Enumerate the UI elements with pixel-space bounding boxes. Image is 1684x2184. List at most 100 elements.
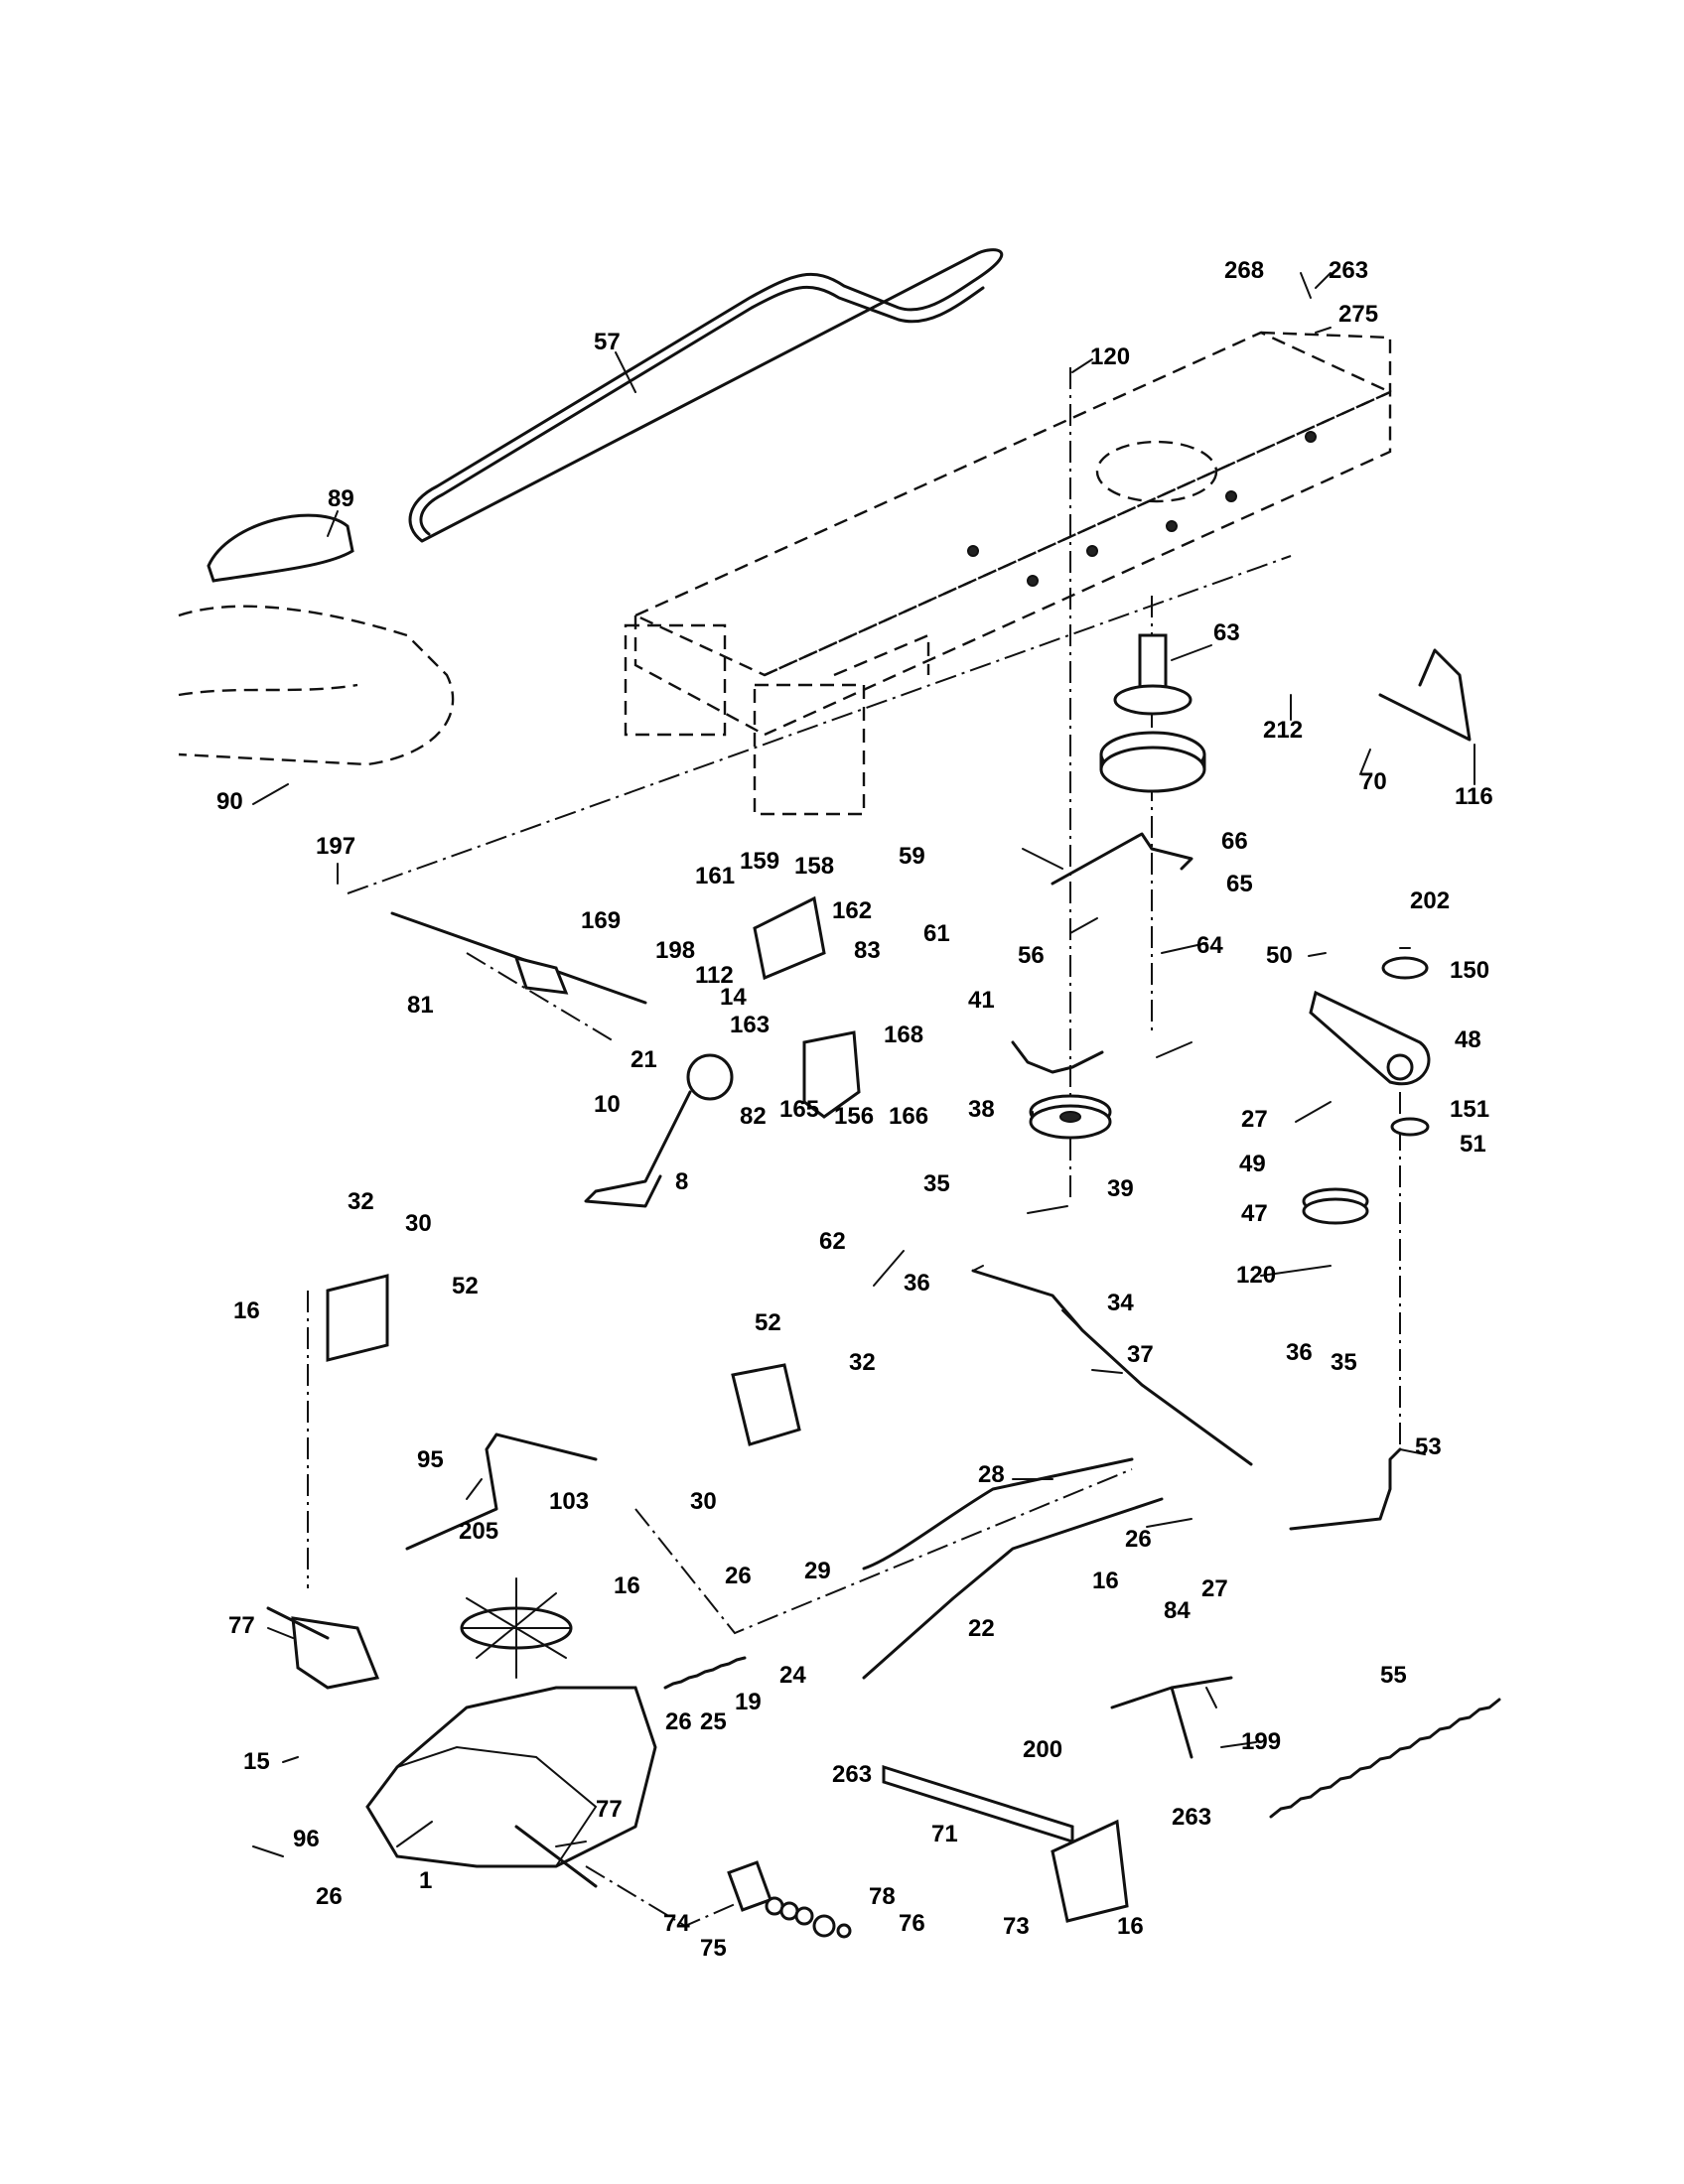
callout-120: 120 bbox=[1236, 1262, 1276, 1289]
callout-26: 26 bbox=[316, 1883, 343, 1910]
callout-16: 16 bbox=[614, 1572, 640, 1599]
callout-200: 200 bbox=[1023, 1736, 1062, 1763]
callout-64: 64 bbox=[1196, 932, 1223, 959]
callout-52: 52 bbox=[452, 1273, 479, 1299]
callout-96: 96 bbox=[293, 1826, 320, 1852]
callout-76: 76 bbox=[899, 1910, 925, 1937]
callout-53: 53 bbox=[1415, 1433, 1442, 1460]
callout-51: 51 bbox=[1460, 1131, 1486, 1158]
callout-59: 59 bbox=[899, 843, 925, 870]
callout-116: 116 bbox=[1455, 783, 1493, 810]
belt-guide-70 bbox=[1378, 648, 1472, 742]
callout-8: 8 bbox=[675, 1168, 688, 1195]
callout-112: 112 bbox=[695, 962, 734, 989]
callout-1: 1 bbox=[419, 1867, 432, 1894]
spacer-74 bbox=[727, 1860, 772, 1912]
callout-27: 27 bbox=[1241, 1106, 1268, 1133]
knob-21 bbox=[686, 1053, 734, 1101]
callout-212: 212 bbox=[1263, 717, 1303, 744]
rod-53 bbox=[1289, 1447, 1402, 1531]
pulley-38 bbox=[1029, 1094, 1112, 1140]
callout-75: 75 bbox=[700, 1935, 727, 1962]
callout-28: 28 bbox=[978, 1461, 1005, 1488]
callout-263: 263 bbox=[832, 1761, 872, 1788]
callout-29: 29 bbox=[804, 1558, 831, 1584]
callout-16: 16 bbox=[1117, 1913, 1144, 1940]
callout-166: 166 bbox=[889, 1103, 928, 1130]
callout-10: 10 bbox=[594, 1091, 621, 1118]
callout-82: 82 bbox=[740, 1103, 767, 1130]
callout-labels: 57 268 263 275 120 89 63 212 70 116 90 1… bbox=[216, 257, 1493, 1962]
plate-30-left bbox=[326, 1274, 389, 1362]
callout-36: 36 bbox=[1286, 1339, 1313, 1366]
callout-202: 202 bbox=[1410, 887, 1450, 914]
callout-268: 268 bbox=[1224, 257, 1264, 284]
callout-197: 197 bbox=[316, 833, 355, 860]
callout-48: 48 bbox=[1455, 1026, 1481, 1053]
washer-78 bbox=[812, 1914, 836, 1938]
callout-151: 151 bbox=[1450, 1096, 1489, 1123]
callout-34: 34 bbox=[1107, 1290, 1134, 1316]
callout-26: 26 bbox=[725, 1563, 752, 1589]
callout-165: 165 bbox=[779, 1096, 819, 1123]
callout-163: 163 bbox=[730, 1012, 770, 1038]
callout-16: 16 bbox=[1092, 1568, 1119, 1594]
bracket-73 bbox=[1051, 1819, 1129, 1923]
callout-162: 162 bbox=[832, 897, 872, 924]
drive-belt-inner bbox=[419, 285, 985, 536]
washer-150 bbox=[1381, 956, 1429, 980]
callout-90: 90 bbox=[216, 788, 243, 815]
callout-65: 65 bbox=[1226, 871, 1253, 897]
callout-150: 150 bbox=[1450, 957, 1489, 984]
callout-35: 35 bbox=[923, 1170, 950, 1197]
plate-30-right bbox=[731, 1363, 801, 1446]
callout-199: 199 bbox=[1241, 1728, 1281, 1755]
callout-70: 70 bbox=[1360, 768, 1387, 795]
callout-19: 19 bbox=[735, 1689, 762, 1715]
callout-95: 95 bbox=[417, 1446, 444, 1473]
pivot-84 bbox=[1110, 1676, 1233, 1759]
callout-205: 205 bbox=[459, 1518, 498, 1545]
callout-120: 120 bbox=[1090, 343, 1130, 370]
callout-81: 81 bbox=[407, 992, 434, 1019]
callout-15: 15 bbox=[243, 1748, 270, 1775]
callout-52: 52 bbox=[755, 1309, 781, 1336]
spring-25 bbox=[663, 1656, 747, 1690]
callout-47: 47 bbox=[1241, 1200, 1268, 1227]
callout-41: 41 bbox=[968, 987, 995, 1014]
callout-49: 49 bbox=[1239, 1151, 1266, 1177]
callout-159: 159 bbox=[740, 848, 779, 875]
callout-73: 73 bbox=[1003, 1913, 1030, 1940]
callout-32: 32 bbox=[849, 1349, 876, 1376]
callout-26: 26 bbox=[665, 1708, 692, 1735]
bracket-158 bbox=[753, 895, 826, 981]
bracket-48 bbox=[1309, 990, 1431, 1086]
callout-57: 57 bbox=[594, 329, 621, 355]
callout-22: 22 bbox=[968, 1615, 995, 1642]
callout-26: 26 bbox=[1125, 1526, 1152, 1553]
callout-77: 77 bbox=[228, 1612, 255, 1639]
callout-83: 83 bbox=[854, 937, 881, 964]
callout-66: 66 bbox=[1221, 828, 1248, 855]
callout-84: 84 bbox=[1164, 1597, 1191, 1624]
callout-263: 263 bbox=[1329, 257, 1368, 284]
spring-55 bbox=[1269, 1698, 1501, 1819]
callout-275: 275 bbox=[1338, 301, 1378, 328]
callout-168: 168 bbox=[884, 1022, 923, 1048]
rod-28 bbox=[862, 1457, 1134, 1570]
drive-belt bbox=[408, 248, 1004, 543]
shaft-81 bbox=[390, 911, 647, 1005]
link-71 bbox=[882, 1764, 1074, 1844]
callout-55: 55 bbox=[1380, 1662, 1407, 1689]
rod-22 bbox=[862, 1497, 1164, 1680]
callout-198: 198 bbox=[655, 937, 695, 964]
pedal-pad bbox=[178, 513, 455, 766]
callout-61: 61 bbox=[923, 920, 950, 947]
callout-71: 71 bbox=[931, 1821, 958, 1847]
callout-161: 161 bbox=[695, 863, 735, 889]
callout-36: 36 bbox=[904, 1270, 930, 1297]
callout-50: 50 bbox=[1266, 942, 1293, 969]
callout-156: 156 bbox=[834, 1103, 874, 1130]
